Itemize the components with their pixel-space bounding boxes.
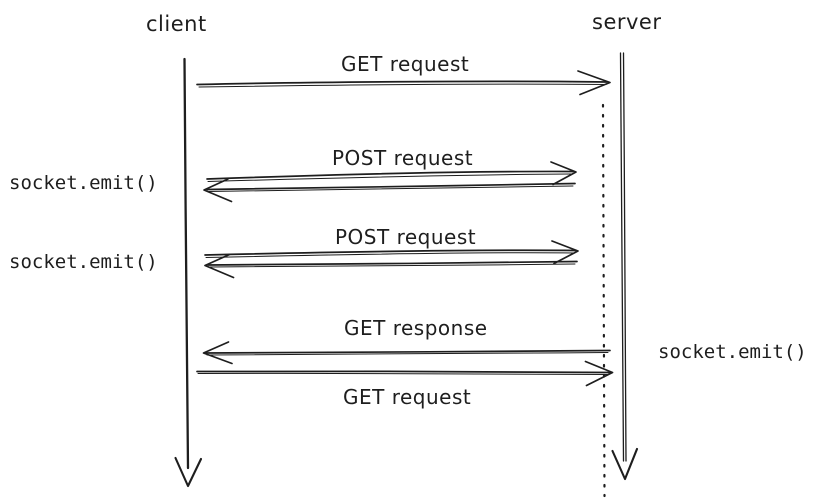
message-label-post-request-1: POST request bbox=[332, 146, 474, 170]
arrow-post-request-2 bbox=[204, 240, 579, 279]
arrow-post-request-1 bbox=[203, 161, 577, 203]
server-activation-dotted-line bbox=[601, 103, 606, 498]
arrow-get-request-bottom bbox=[196, 360, 614, 387]
actor-label-client: client bbox=[146, 12, 207, 36]
arrow-get-response bbox=[202, 341, 611, 365]
message-label-post-request-2: POST request bbox=[335, 225, 477, 249]
arrow-get-request-top bbox=[196, 70, 611, 96]
side-label-socket-emit-2: socket.emit() bbox=[9, 251, 158, 273]
message-label-get-response: GET response bbox=[344, 316, 488, 340]
message-label-get-request-bottom: GET request bbox=[343, 385, 472, 409]
message-label-get-request-top: GET request bbox=[341, 52, 470, 76]
side-label-socket-emit-3: socket.emit() bbox=[658, 341, 807, 363]
lifeline-client bbox=[174, 57, 203, 488]
lifeline-server bbox=[611, 52, 639, 481]
side-label-socket-emit-1: socket.emit() bbox=[9, 172, 158, 194]
actor-label-server: server bbox=[592, 10, 662, 34]
